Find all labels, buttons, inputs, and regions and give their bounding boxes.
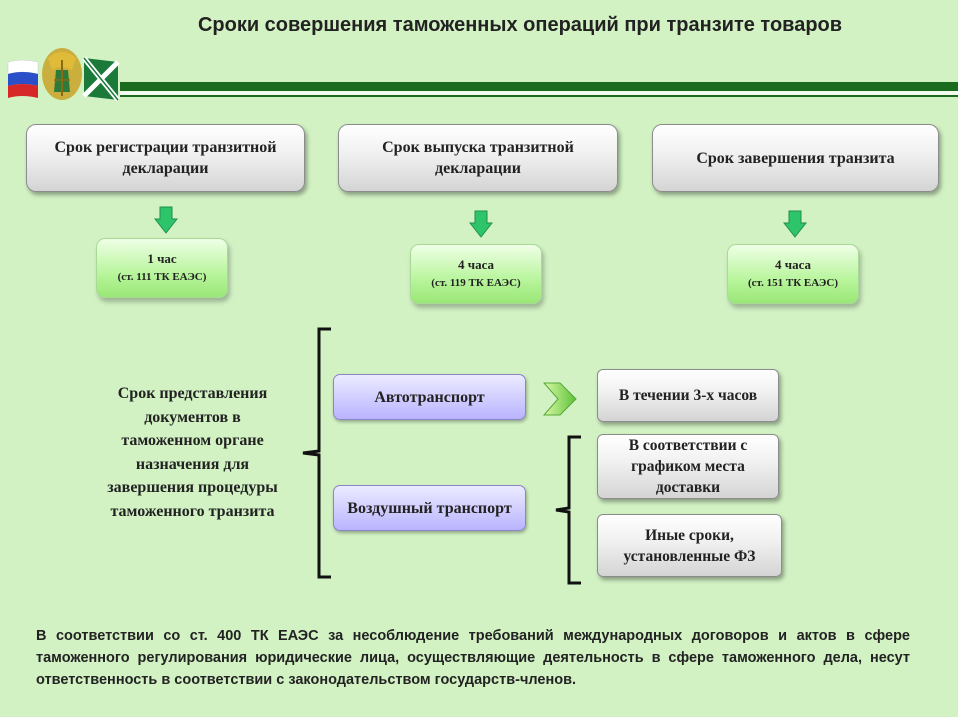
air-other-label: Иные сроки, установленные ФЗ <box>623 526 756 565</box>
down-arrow-icon <box>783 210 807 238</box>
left-brace <box>302 327 331 579</box>
air-schedule-label: В соответствии с графиком места доставки <box>628 437 748 496</box>
registration-timing: 1 час (ст. 111 ТК ЕАЭС) <box>96 238 228 298</box>
down-arrow-icon <box>469 210 493 238</box>
air-other-box: Иные сроки, установленные ФЗ <box>597 514 782 577</box>
liability-note: В соответствии со ст. 400 ТК ЕАЭС за нес… <box>36 628 910 688</box>
air-transport-box: Воздушный транспорт <box>333 485 526 531</box>
timing-hours: 4 часа <box>457 257 494 272</box>
right-arrow-icon <box>542 382 577 416</box>
registration-term-label: Срок регистрации транзитной декларации <box>54 139 277 177</box>
down-arrow-icon <box>154 206 178 234</box>
russian-flag-icon <box>7 59 39 98</box>
timing-article: (ст. 119 ТК ЕАЭС) <box>431 277 521 289</box>
logo <box>7 48 120 102</box>
timing-article: (ст. 111 ТК ЕАЭС) <box>117 271 207 283</box>
air-transport-label: Воздушный транспорт <box>347 499 512 517</box>
completion-timing: 4 часа (ст. 151 ТК ЕАЭС) <box>727 244 859 304</box>
completion-term-label: Срок завершения транзита <box>696 149 895 167</box>
right-brace <box>555 435 581 585</box>
customs-emblem-icon <box>42 48 82 100</box>
auto-term-box: В течении 3-х часов <box>597 369 779 422</box>
registration-term-box: Срок регистрации транзитной декларации <box>26 124 305 192</box>
header-stripe <box>120 82 958 97</box>
auto-transport-box: Автотранспорт <box>333 374 526 420</box>
timing-hours: 4 часа <box>774 257 811 272</box>
air-schedule-box: В соответствии с графиком места доставки <box>597 434 779 499</box>
timing-article: (ст. 151 ТК ЕАЭС) <box>747 277 838 289</box>
auto-transport-label: Автотранспорт <box>374 388 485 406</box>
documents-term-label: Срок представления документов в таможенн… <box>107 385 278 520</box>
completion-term-box: Срок завершения транзита <box>652 124 939 192</box>
release-timing: 4 часа (ст. 119 ТК ЕАЭС) <box>410 244 542 304</box>
page-title: Сроки совершения таможенных операций при… <box>197 14 843 36</box>
timing-hours: 1 час <box>147 251 177 266</box>
release-term-label: Срок выпуска транзитной декларации <box>382 139 574 177</box>
release-term-box: Срок выпуска транзитной декларации <box>338 124 618 192</box>
auto-term-label: В течении 3-х часов <box>618 387 758 404</box>
customs-flag-icon <box>82 56 120 102</box>
